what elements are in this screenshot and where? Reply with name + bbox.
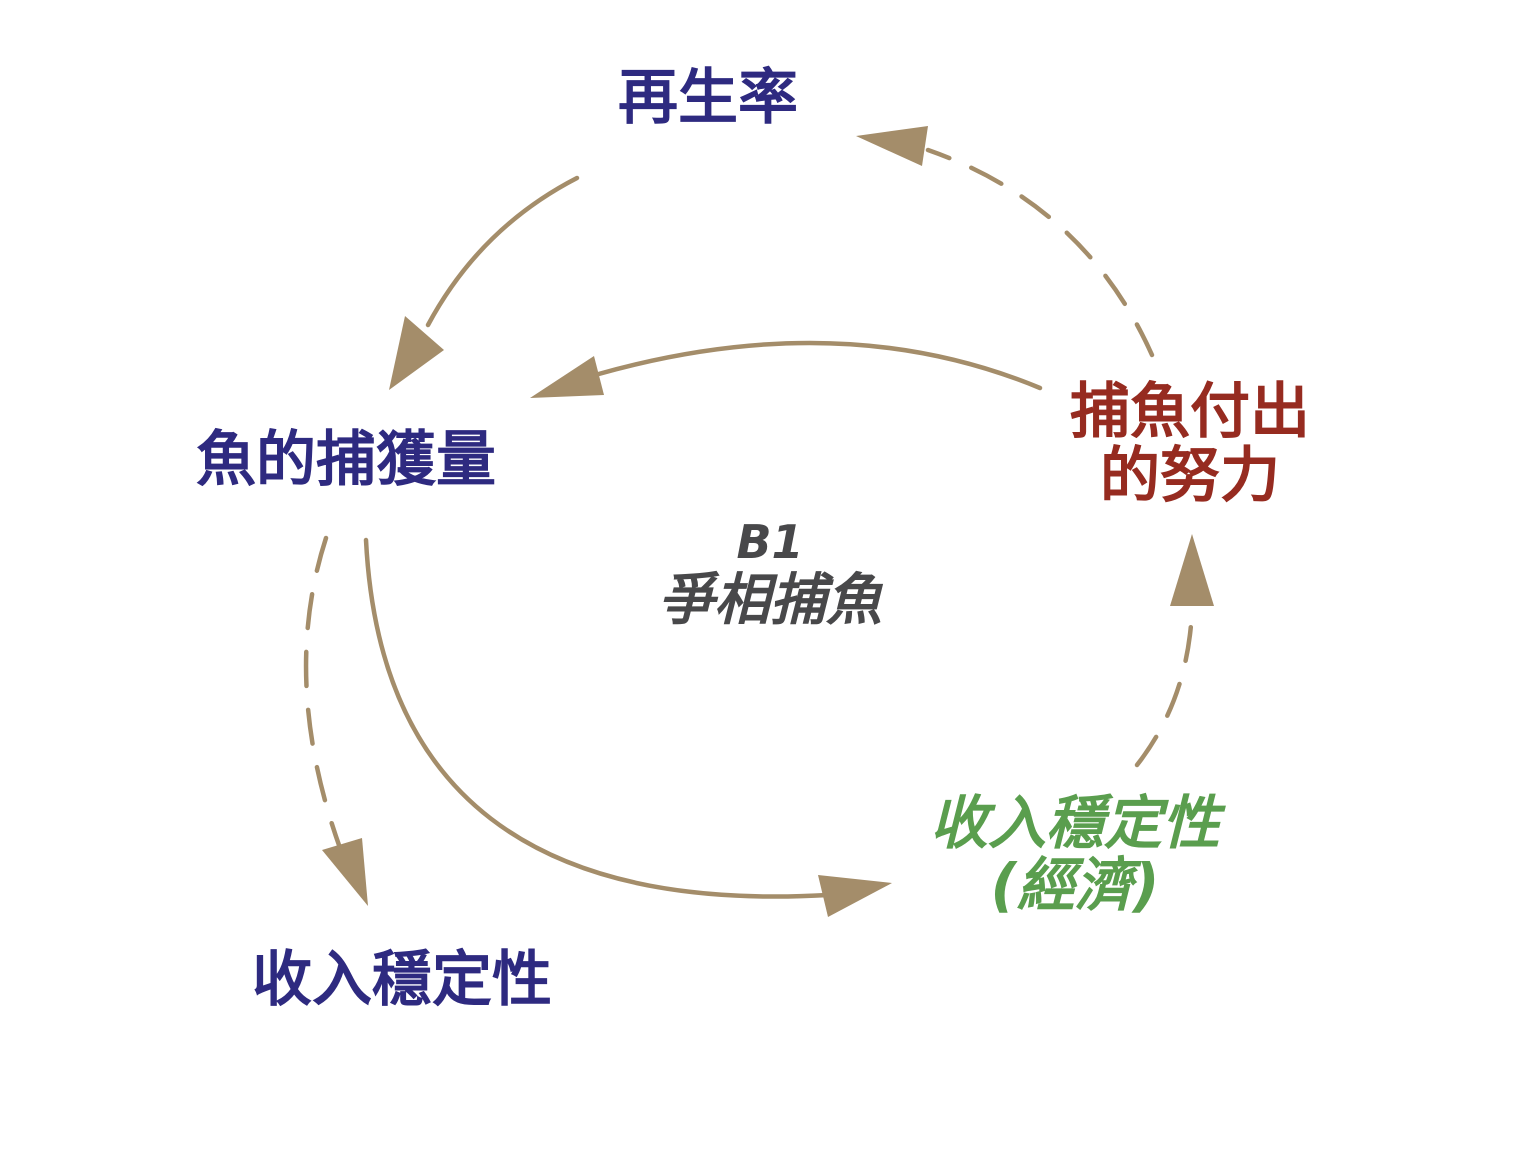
loop-name: 爭相捕魚 <box>658 568 882 633</box>
node-income-stability-economy-line1: 收入穩定性 <box>929 789 1220 857</box>
node-income-stability-economy-line2: (經濟) <box>990 851 1160 919</box>
loop-label: B1 爭相捕魚 <box>640 514 900 632</box>
link-regeneration-to-catch <box>425 175 580 328</box>
node-income-stability: 收入穩定性 <box>252 945 552 1015</box>
link-income-econ-to-effort <box>1134 607 1195 768</box>
arrowhead-catch-from-regeneration <box>389 316 444 390</box>
node-fishing-effort-line1: 捕魚付出 <box>1070 377 1310 447</box>
link-effort-to-regeneration <box>925 147 1155 358</box>
link-effort-to-catch <box>592 340 1043 391</box>
arrowhead-income-econ <box>818 875 892 917</box>
link-catch-to-income-econ <box>363 537 831 899</box>
arrowhead-effort <box>1170 534 1214 606</box>
node-fishing-effort-line2: 的努力 <box>1100 441 1280 511</box>
arrowhead-catch-from-effort <box>530 356 604 398</box>
node-income-stability-economy: 收入穩定性 (經濟) <box>920 792 1230 916</box>
loop-id: B1 <box>736 515 804 569</box>
node-regeneration-rate: 再生率 <box>618 63 798 133</box>
arrowhead-regeneration <box>856 126 928 166</box>
node-fish-catch: 魚的捕獲量 <box>196 425 496 495</box>
arrowhead-income <box>322 838 368 906</box>
link-catch-to-income <box>303 535 343 851</box>
node-fishing-effort: 捕魚付出 的努力 <box>1068 380 1312 508</box>
